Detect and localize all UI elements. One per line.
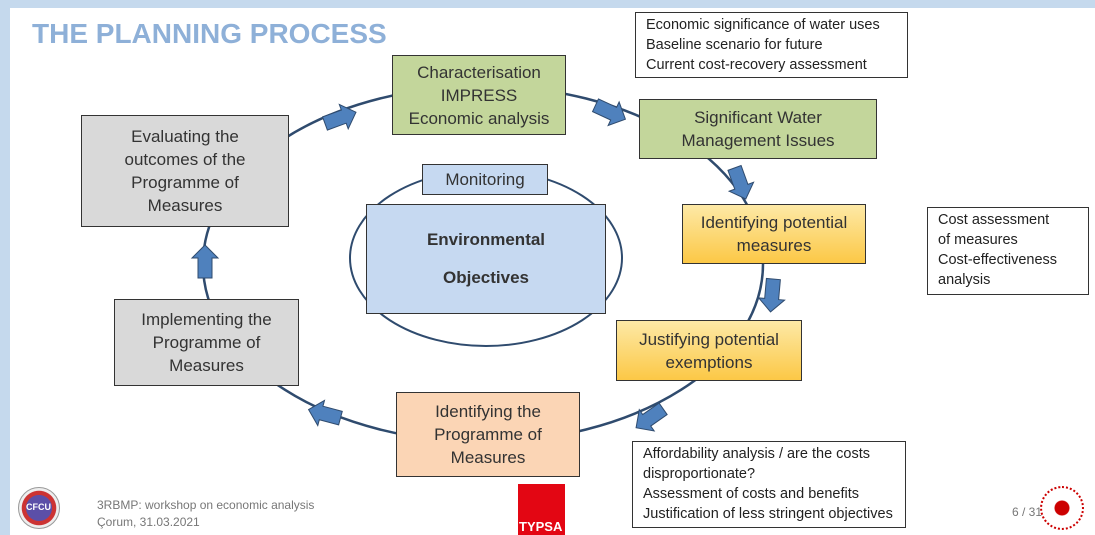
left-bar xyxy=(0,8,10,535)
monitoring-box: Monitoring xyxy=(422,164,548,195)
flow-arrow-icon xyxy=(757,277,786,313)
slide-title: THE PLANNING PROCESS xyxy=(32,18,387,49)
flow-arrow-icon xyxy=(307,399,343,427)
flow-arrow-icon xyxy=(190,244,220,279)
typsa-logo: TYPSA xyxy=(518,484,565,535)
cfcu-logo: CFCU xyxy=(18,487,60,529)
page-number: 6 / 31 xyxy=(1012,505,1043,519)
flow-arrow-icon xyxy=(321,103,357,131)
flow-arrow-icon xyxy=(591,98,627,127)
ministry-seal-logo xyxy=(1040,486,1084,530)
flow-arrow-icon xyxy=(635,402,668,432)
flow-arrow-icon xyxy=(727,164,755,200)
top-bar xyxy=(0,0,1095,8)
